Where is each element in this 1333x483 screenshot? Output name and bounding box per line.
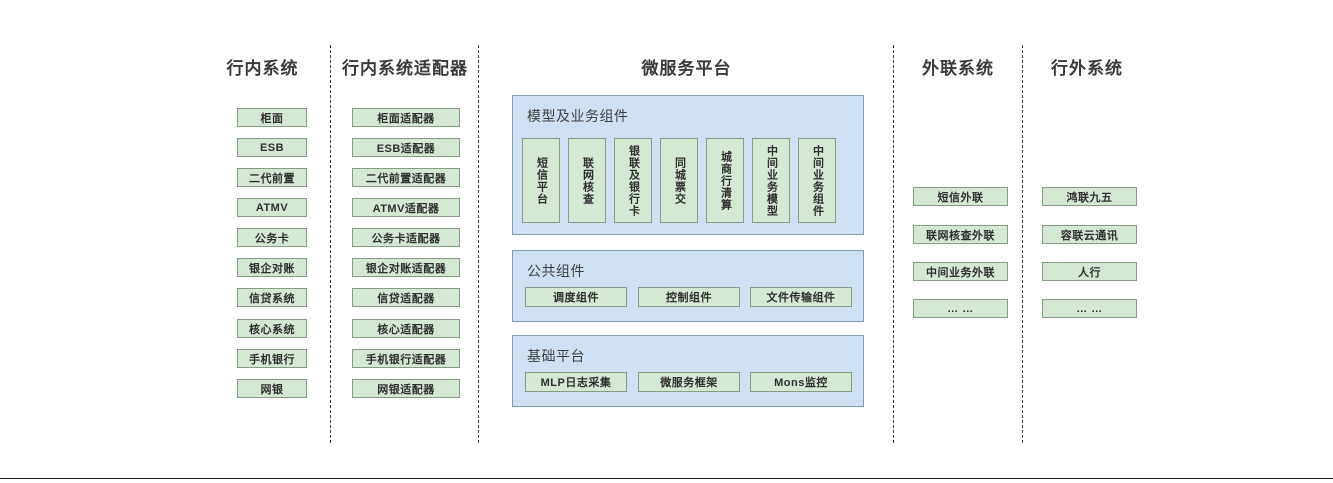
panel-public-components: 公共组件 bbox=[512, 250, 864, 322]
node-outside-bank[interactable]: 人行 bbox=[1042, 262, 1137, 281]
node-internal-adapter[interactable]: ESB适配器 bbox=[352, 138, 460, 157]
vnode-model-component[interactable]: 银联及银行卡 bbox=[614, 138, 652, 223]
node-internal-system[interactable]: 公务卡 bbox=[237, 228, 307, 247]
column-title-external-liaison: 外联系统 bbox=[922, 59, 994, 78]
node-internal-adapter[interactable]: 柜面适配器 bbox=[352, 108, 460, 127]
vnode-label: 城商行清算 bbox=[719, 150, 732, 211]
vnode-model-component[interactable]: 联网核查 bbox=[568, 138, 606, 223]
node-internal-adapter[interactable]: 手机银行适配器 bbox=[352, 349, 460, 368]
node-internal-adapter[interactable]: 核心适配器 bbox=[352, 319, 460, 338]
node-external-liaison[interactable]: 短信外联 bbox=[913, 187, 1008, 206]
node-internal-adapter[interactable]: 信贷适配器 bbox=[352, 288, 460, 307]
column-divider-1 bbox=[330, 45, 331, 443]
node-internal-adapter[interactable]: 银企对账适配器 bbox=[352, 258, 460, 277]
column-divider-3 bbox=[893, 45, 894, 443]
column-title-internal-adapters: 行内系统适配器 bbox=[342, 59, 468, 78]
node-internal-system[interactable]: ATMV bbox=[237, 198, 307, 217]
hnode-public-component[interactable]: 文件传输组件 bbox=[750, 287, 852, 307]
node-internal-adapter[interactable]: 公务卡适配器 bbox=[352, 228, 460, 247]
vnode-label: 短信平台 bbox=[535, 156, 548, 205]
node-internal-adapter[interactable]: 二代前置适配器 bbox=[352, 168, 460, 187]
node-external-liaison[interactable]: 中间业务外联 bbox=[913, 262, 1008, 281]
panel-basic-platform: 基础平台 bbox=[512, 335, 864, 407]
node-internal-system[interactable]: 信贷系统 bbox=[237, 288, 307, 307]
hnode-basic-platform-component[interactable]: Mons监控 bbox=[750, 372, 852, 392]
panel-title-basic-platform: 基础平台 bbox=[527, 348, 585, 364]
node-internal-system[interactable]: 二代前置 bbox=[237, 168, 307, 187]
vnode-model-component[interactable]: 中间业务组件 bbox=[798, 138, 836, 223]
vnode-model-component[interactable]: 城商行清算 bbox=[706, 138, 744, 223]
node-internal-adapter[interactable]: 网银适配器 bbox=[352, 379, 460, 398]
vnode-model-component[interactable]: 同城票交 bbox=[660, 138, 698, 223]
node-external-liaison[interactable]: … … bbox=[913, 299, 1008, 318]
node-internal-system[interactable]: 柜面 bbox=[237, 108, 307, 127]
column-divider-2 bbox=[478, 45, 479, 443]
panel-title-model-business-components: 模型及业务组件 bbox=[527, 108, 629, 124]
hnode-basic-platform-component[interactable]: MLP日志采集 bbox=[525, 372, 627, 392]
node-outside-bank[interactable]: … … bbox=[1042, 299, 1137, 318]
vnode-label: 同城票交 bbox=[673, 156, 686, 205]
node-internal-system[interactable]: 核心系统 bbox=[237, 319, 307, 338]
node-outside-bank[interactable]: 容联云通讯 bbox=[1042, 225, 1137, 244]
vnode-label: 中间业务组件 bbox=[811, 144, 824, 217]
node-internal-system[interactable]: 银企对账 bbox=[237, 258, 307, 277]
node-external-liaison[interactable]: 联网核查外联 bbox=[913, 225, 1008, 244]
column-divider-4 bbox=[1022, 45, 1023, 443]
bottom-divider-rule bbox=[0, 478, 1333, 479]
node-internal-system[interactable]: 网银 bbox=[237, 379, 307, 398]
vnode-label: 银联及银行卡 bbox=[627, 144, 640, 217]
node-internal-adapter[interactable]: ATMV适配器 bbox=[352, 198, 460, 217]
hnode-public-component[interactable]: 调度组件 bbox=[525, 287, 627, 307]
column-title-internal-systems: 行内系统 bbox=[226, 59, 299, 78]
hnode-public-component[interactable]: 控制组件 bbox=[638, 287, 740, 307]
hnode-basic-platform-component[interactable]: 微服务框架 bbox=[638, 372, 740, 392]
vnode-model-component[interactable]: 中间业务模型 bbox=[752, 138, 790, 223]
node-internal-system[interactable]: 手机银行 bbox=[237, 349, 307, 368]
node-internal-system[interactable]: ESB bbox=[237, 138, 307, 157]
vnode-label: 中间业务模型 bbox=[765, 144, 778, 217]
vnode-model-component[interactable]: 短信平台 bbox=[522, 138, 560, 223]
column-title-microservice-platform: 微服务平台 bbox=[641, 59, 732, 78]
column-title-outside-bank: 行外系统 bbox=[1051, 59, 1123, 78]
node-outside-bank[interactable]: 鸿联九五 bbox=[1042, 187, 1137, 206]
panel-title-public-components: 公共组件 bbox=[527, 263, 585, 279]
vnode-label: 联网核查 bbox=[581, 156, 594, 205]
